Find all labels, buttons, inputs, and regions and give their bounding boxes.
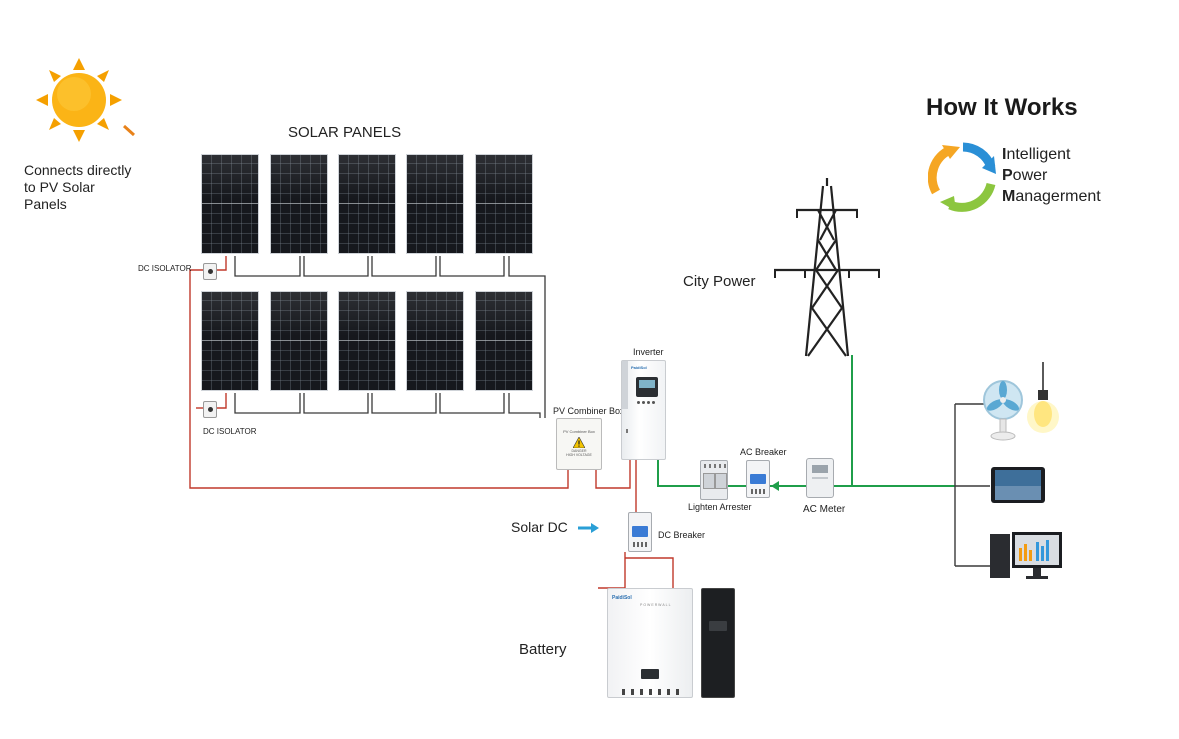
ac-wires xyxy=(657,355,955,491)
ipm-rest: anagerment xyxy=(1015,188,1101,205)
ac-breaker xyxy=(746,460,770,498)
desktop-computer-icon xyxy=(990,532,1062,579)
how-it-works-title: How It Works xyxy=(926,94,1078,121)
pv-combiner-box-label: PV Combiner Box xyxy=(553,406,625,416)
city-power-label: City Power xyxy=(683,273,756,290)
bottom-row-string-wires xyxy=(234,393,541,418)
battery-display xyxy=(641,669,659,679)
combiner-warning-text: HIGH VOLTAGE xyxy=(566,453,592,457)
solar-panel xyxy=(406,154,464,254)
light-bulb-icon xyxy=(1027,362,1059,433)
battery-label: Battery xyxy=(519,641,567,658)
solar-panel xyxy=(201,291,259,391)
inverter-brand: PaidiSol xyxy=(631,365,647,370)
solar-panel xyxy=(270,291,328,391)
pv-combiner-box: PV Combiner Box DANGER HIGH VOLTAGE xyxy=(556,418,602,470)
solar-dc-arrow xyxy=(578,523,599,533)
battery-model: POWERWALL xyxy=(640,603,672,607)
tablet-icon xyxy=(991,467,1045,503)
ipm-letter: M xyxy=(1002,188,1016,205)
solar-panel xyxy=(338,291,396,391)
solar-panel xyxy=(270,154,328,254)
sun-caption: Connects directly to PV Solar Panels xyxy=(24,162,131,213)
dc-isolator-bottom xyxy=(203,401,217,418)
lighten-arrester-label: Lighten Arrester xyxy=(688,502,752,512)
solar-panel xyxy=(406,291,464,391)
tower-battery xyxy=(701,588,735,698)
solar-panels-title: SOLAR PANELS xyxy=(288,124,402,141)
ipm-letter: P xyxy=(1002,167,1013,184)
transmission-tower-icon xyxy=(774,178,880,357)
battery-brand: PaidiSol xyxy=(612,595,632,601)
warning-icon xyxy=(573,437,585,448)
ipm-rest: ower xyxy=(1012,167,1048,184)
ac-breaker-label: AC Breaker xyxy=(740,447,787,457)
powerwall-battery: PaidiSol POWERWALL xyxy=(607,588,693,698)
ipm-rest: ntelligent xyxy=(1006,146,1071,163)
ipm-line: Managerment xyxy=(1002,186,1101,207)
cycle-arrows-icon xyxy=(928,142,996,212)
fan-icon xyxy=(983,380,1023,441)
solar-panel xyxy=(338,154,396,254)
sun-caption-line: Connects directly xyxy=(24,162,132,178)
dc-breaker xyxy=(628,512,652,552)
dc-isolator-bottom-label: DC ISOLATOR xyxy=(203,427,257,436)
combiner-title-text: PV Combiner Box xyxy=(563,429,595,434)
ipm-line: Power xyxy=(1002,165,1101,186)
lighten-arrester xyxy=(700,460,728,500)
inverter: PaidiSol xyxy=(621,360,666,460)
solar-panel xyxy=(475,291,533,391)
load-bus xyxy=(954,403,990,567)
solar-panel xyxy=(475,154,533,254)
sun-icon xyxy=(36,58,136,142)
ac-meter xyxy=(806,458,834,498)
dc-breaker-label: DC Breaker xyxy=(658,530,706,540)
sun-caption-line: Panels xyxy=(24,196,67,212)
ipm-line: Intelligent xyxy=(1002,144,1101,165)
solar-panel xyxy=(201,154,259,254)
ipm-letter: I xyxy=(1002,146,1007,163)
inverter-display xyxy=(636,377,658,397)
top-row-string-wires xyxy=(234,256,546,418)
sun-caption-line: to PV Solar xyxy=(24,179,95,195)
ac-meter-label: AC Meter xyxy=(803,504,846,515)
combiner-warning-text: DANGER xyxy=(571,449,587,453)
inverter-label: Inverter xyxy=(633,347,664,357)
solar-dc-label: Solar DC xyxy=(511,519,568,535)
dc-isolator-top xyxy=(203,263,217,280)
ipm-tagline: Intelligent Power Managerment xyxy=(1002,144,1101,207)
dc-isolator-top-label: DC ISOLATOR xyxy=(138,264,192,273)
